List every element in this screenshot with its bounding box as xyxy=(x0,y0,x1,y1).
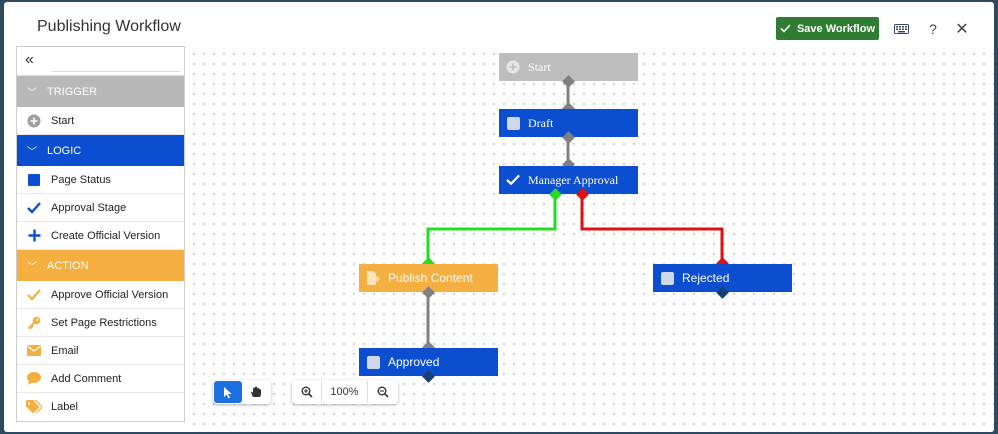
pointer-icon xyxy=(224,386,232,398)
zoom-in-icon xyxy=(301,386,313,398)
key-icon xyxy=(17,316,51,330)
close-button[interactable]: ✕ xyxy=(955,21,969,38)
plus-circle-icon xyxy=(17,114,51,128)
checkmark-icon xyxy=(780,24,791,33)
envelope-icon xyxy=(17,345,51,356)
plus-icon xyxy=(17,229,51,242)
divider xyxy=(51,71,180,72)
edge-reject xyxy=(580,194,724,264)
check-icon xyxy=(17,288,51,301)
palette-item-create-official-version[interactable]: Create Official Version xyxy=(17,222,184,250)
chevron-down-icon: ﹀ xyxy=(27,147,37,158)
palette-item-label: Label xyxy=(51,401,78,413)
palette-item-label: Add Comment xyxy=(51,372,122,385)
palette-item-start[interactable]: Start xyxy=(17,107,184,135)
hand-icon xyxy=(251,386,261,397)
node-label: Manager Approval xyxy=(528,172,619,187)
section-label: LOGIC xyxy=(47,144,82,157)
section-label: ACTION xyxy=(47,259,89,272)
palette-item-page-status[interactable]: Page Status xyxy=(17,166,184,194)
help-button[interactable]: ? xyxy=(929,21,937,37)
palette-item-add-comment[interactable]: Add Comment xyxy=(17,365,184,393)
square-icon xyxy=(660,271,674,285)
palette-sidebar: « ﹀ TRIGGER Start ﹀ LOGIC Page Status xyxy=(16,46,185,422)
pan-tool-button[interactable] xyxy=(242,381,270,403)
collapse-sidebar-button[interactable]: « xyxy=(25,51,34,68)
palette-item-label: Page Status xyxy=(51,173,111,186)
palette-item-label: Set Page Restrictions xyxy=(51,316,157,329)
workflow-edges xyxy=(426,81,724,348)
palette-item-label: Approval Stage xyxy=(51,201,127,214)
select-tool-button[interactable] xyxy=(214,381,242,403)
dialog-title: Publishing Workflow xyxy=(37,18,181,35)
checkmark-icon xyxy=(17,201,51,214)
palette-item-label-action[interactable]: Label xyxy=(17,393,184,421)
section-action[interactable]: ﹀ ACTION xyxy=(17,250,184,281)
canvas-mode-toolbar xyxy=(213,380,271,404)
section-trigger[interactable]: ﹀ TRIGGER xyxy=(17,76,184,107)
palette-item-label: Create Official Version xyxy=(51,229,161,242)
section-label: TRIGGER xyxy=(47,85,98,98)
node-manager-approval[interactable]: Manager Approval xyxy=(499,166,638,194)
workflow-canvas[interactable]: Start Draft Manager Approval Publish Con… xyxy=(186,46,994,432)
dialog-header: Publishing Workflow Save Workflow ? ✕ xyxy=(4,2,994,46)
save-workflow-label: Save Workflow xyxy=(796,22,876,35)
zoom-in-button[interactable] xyxy=(292,381,322,403)
zoom-toolbar: 100% xyxy=(292,380,398,404)
section-logic[interactable]: ﹀ LOGIC xyxy=(17,135,184,166)
node-rejected[interactable]: Rejected xyxy=(653,264,792,292)
zoom-out-button[interactable] xyxy=(368,381,398,403)
palette-item-approval-stage[interactable]: Approval Stage xyxy=(17,194,184,222)
keyboard-icon[interactable] xyxy=(892,19,910,39)
square-icon xyxy=(17,173,51,186)
publish-icon xyxy=(366,271,380,285)
node-label: Rejected xyxy=(682,271,730,285)
edge-approve xyxy=(426,194,557,264)
node-label: Start xyxy=(528,59,551,74)
square-icon xyxy=(506,116,520,130)
chevron-down-icon: ﹀ xyxy=(27,88,37,99)
square-icon xyxy=(366,355,380,369)
save-workflow-button[interactable]: Save Workflow xyxy=(776,17,879,40)
zoom-level[interactable]: 100% xyxy=(322,381,368,403)
palette-item-approve-official-version[interactable]: Approve Official Version xyxy=(17,281,184,309)
node-label: Publish Content xyxy=(388,271,473,285)
checkmark-icon xyxy=(506,173,520,187)
palette-item-label: Start xyxy=(51,114,75,127)
tag-icon xyxy=(17,400,51,414)
node-label: Draft xyxy=(528,115,554,130)
comment-icon xyxy=(17,372,51,385)
workflow-dialog: Publishing Workflow Save Workflow ? ✕ « … xyxy=(4,2,994,432)
palette-item-email[interactable]: Email xyxy=(17,337,184,365)
sidebar-collapse-row: « xyxy=(17,47,184,76)
plus-circle-icon xyxy=(506,60,520,74)
chevron-down-icon: ﹀ xyxy=(27,262,37,273)
palette-item-set-page-restrictions[interactable]: Set Page Restrictions xyxy=(17,309,184,337)
node-label: Approved xyxy=(388,355,440,369)
zoom-out-icon xyxy=(377,386,389,398)
palette-item-label: Approve Official Version xyxy=(51,288,169,301)
palette-item-label: Email xyxy=(51,344,79,357)
